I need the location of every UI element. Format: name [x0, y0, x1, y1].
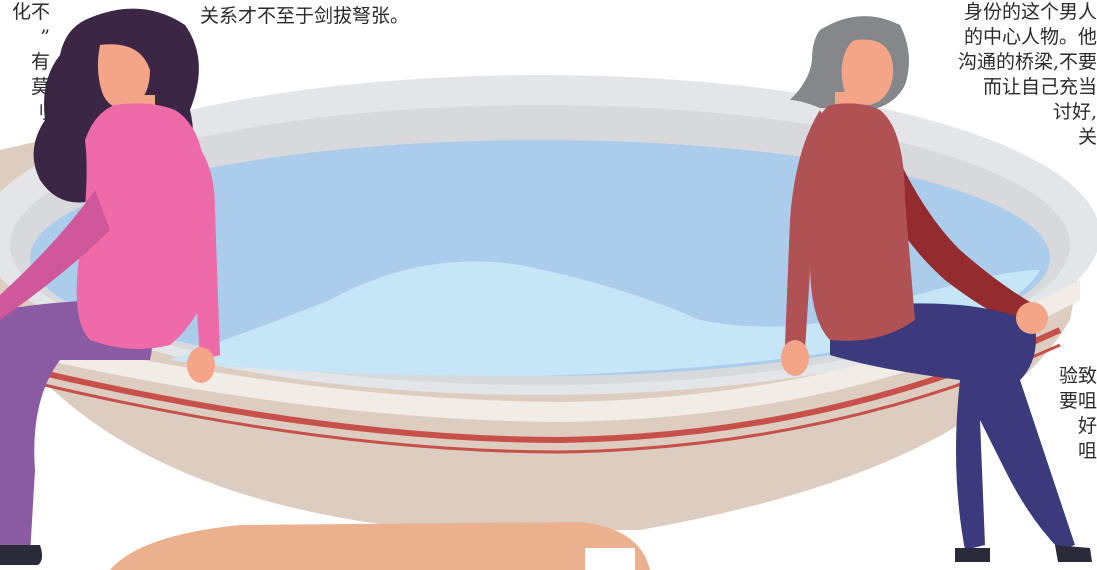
woman-left-legs	[0, 300, 152, 555]
right-line-1: 身份的这个男人	[963, 1, 1097, 23]
woman-right-arm	[785, 110, 835, 350]
woman-right-hand	[781, 340, 809, 376]
right-text-column-lower: 验致 要咀 好 咀	[1045, 364, 1097, 464]
woman-right-top	[810, 103, 915, 341]
bowl-lip	[0, 280, 1080, 422]
water-highlight	[170, 261, 1040, 376]
woman-right-shoe-2	[1055, 545, 1092, 562]
woman-right	[781, 16, 1092, 562]
hand-cuff	[585, 548, 635, 570]
right-lower-line-1: 验致	[1058, 365, 1097, 387]
right-line-3: 沟通的桥梁,不要	[957, 51, 1097, 73]
left-line-5: 刂	[30, 101, 50, 123]
right-lower-line-3: 好	[1077, 415, 1097, 437]
left-line-3: 有	[30, 51, 50, 73]
woman-left-face	[97, 44, 150, 110]
woman-left-arm	[175, 130, 220, 360]
right-lower-line-4: 咀	[1077, 440, 1097, 462]
right-line-6: 关	[1077, 126, 1097, 148]
woman-right-knee-hand	[1016, 302, 1048, 334]
right-line-5: 讨好,	[1052, 101, 1097, 123]
woman-right-face	[841, 39, 894, 105]
woman-left-hand	[187, 347, 215, 383]
woman-right-shoe	[955, 548, 990, 562]
right-line-4: 而让自己充当	[982, 76, 1097, 98]
woman-right-legs	[830, 303, 1075, 550]
woman-right-arm-back	[880, 140, 1035, 330]
woman-left-top	[76, 103, 211, 349]
top-text-line: 关系才不至于剑拔弩张。	[200, 5, 410, 27]
woman-left	[0, 8, 220, 565]
left-line-2: ”	[40, 26, 50, 48]
hand-shape	[110, 522, 650, 570]
woman-left-arm-back	[0, 190, 110, 320]
right-line-2: 的中心人物。他	[963, 26, 1097, 48]
right-text-column: 身份的这个男人 的中心人物。他 沟通的桥梁,不要 而让自己充当 讨好, 关	[910, 0, 1097, 150]
left-text-column: 化不 ” 有 莫 刂	[0, 0, 50, 125]
right-lower-line-2: 要咀	[1058, 390, 1097, 412]
bowl-stripe	[29, 327, 1062, 444]
left-line-1: 化不	[11, 1, 50, 23]
bowl-stripe-thin	[39, 343, 1061, 454]
woman-left-shoe	[0, 545, 43, 565]
left-line-4: 莫	[30, 76, 50, 98]
